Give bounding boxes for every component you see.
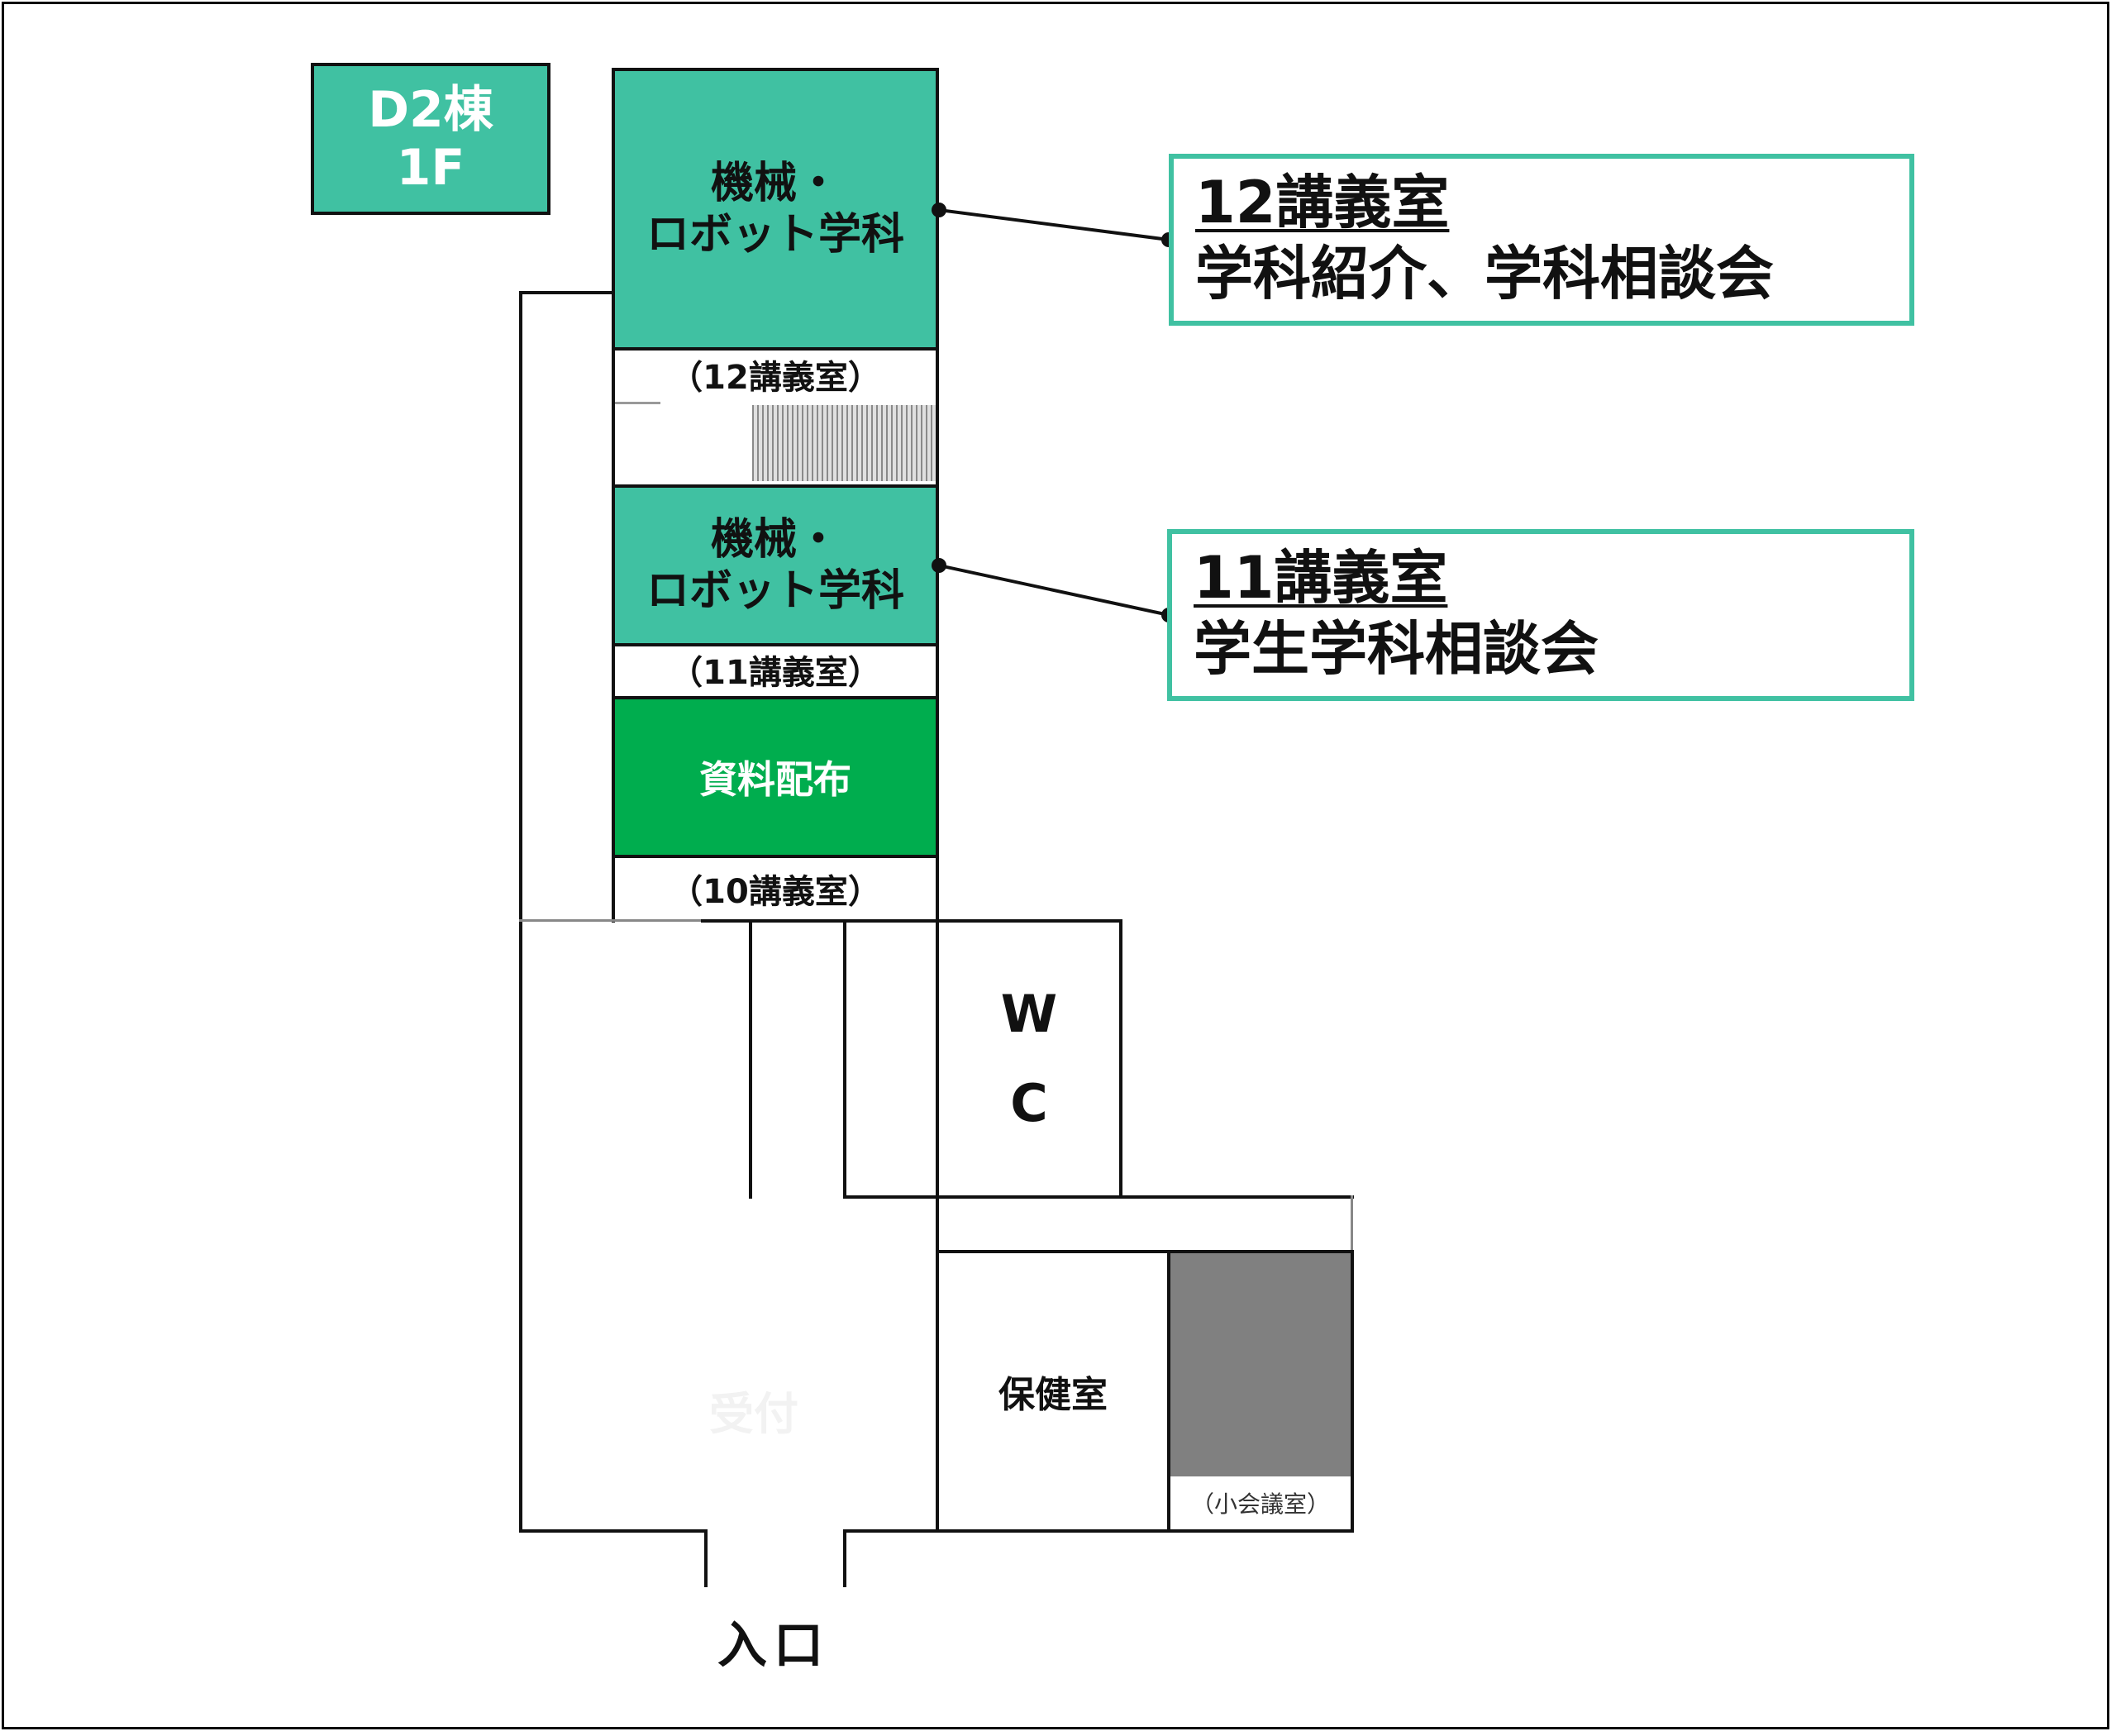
room-10-label: 資料配布 (699, 757, 851, 802)
room-10-caption-box: （10講義室） (612, 855, 939, 923)
leader-line-room-11 (938, 564, 1170, 617)
wall-meeting-right (1351, 1250, 1354, 1533)
small-meeting-caption: （小会議室） (1190, 1490, 1330, 1518)
wall-wc-right (1119, 919, 1122, 1199)
stairs-top-line (615, 402, 660, 404)
entrance-label: 入口 (717, 1616, 830, 1675)
leader-line-room-12 (938, 208, 1170, 241)
wc-label-2: C (1010, 1073, 1048, 1133)
wall-corridor-right (1351, 1195, 1353, 1252)
callout-room-11-text: 学生学科相談会 (1194, 615, 1599, 683)
wall-lower-top-right (701, 919, 1122, 923)
room-10-caption: （10講義室） (670, 873, 881, 911)
small-meeting-caption-box: （小会議室） (1170, 1476, 1351, 1529)
callout-room-12-text: 学科紹介、学科相談会 (1195, 240, 1774, 308)
leader-dot-room-12-start (932, 203, 946, 217)
room-11-label-2: ロボット学科 (646, 566, 904, 616)
reception-area: 受付 (671, 1372, 836, 1447)
callout-room-11-title: 11講義室 (1194, 544, 1448, 612)
leader-dot-room-11-start (932, 558, 946, 573)
callout-room-11: 11講義室 学生学科相談会 (1167, 529, 1914, 701)
wall-wc-left (936, 919, 939, 1533)
wall-entrance-right (843, 1529, 846, 1587)
wall-lower-top-left (519, 919, 701, 922)
wall-bottom-right (843, 1529, 1354, 1533)
wall-entry-inner-right (843, 919, 846, 1199)
wall-entrance-left (704, 1529, 708, 1587)
room-11-label-1: 機械・ (710, 515, 840, 565)
wc-room: W C (939, 923, 1119, 1195)
wall-bottom-left (519, 1529, 708, 1533)
building-name: D2棟 (368, 81, 493, 139)
health-room-label: 保健室 (998, 1374, 1108, 1416)
wc-label-1: W (1000, 984, 1058, 1044)
health-room: 保健室 (939, 1253, 1167, 1529)
reception-label: 受付 (709, 1387, 798, 1440)
wall-left-outer (519, 291, 522, 1533)
room-12-lecture: 機械・ ロボット学科 (612, 68, 939, 351)
wall-health-right (1167, 1250, 1170, 1533)
callout-room-12-title: 12講義室 (1195, 169, 1450, 236)
room-11-caption: （11講義室） (670, 654, 881, 692)
floor-name: 1F (396, 139, 465, 197)
room-10-distribution: 資料配布 (612, 696, 939, 858)
wall-corridor-top (843, 1195, 1354, 1199)
room-12-label-1: 機械・ (710, 159, 840, 208)
wall-top-left (519, 291, 614, 294)
entrance: 入口 (693, 1604, 855, 1678)
room-12-caption: （12講義室） (670, 359, 881, 397)
small-meeting-room (1170, 1253, 1351, 1476)
callout-room-12: 12講義室 学科紹介、学科相談会 (1169, 154, 1914, 326)
stairs-icon (752, 405, 936, 481)
room-12-label-2: ロボット学科 (646, 210, 904, 260)
wall-entry-inner-left (749, 919, 752, 1199)
building-floor-label: D2棟 1F (311, 63, 550, 215)
wall-corridor-bottom (936, 1250, 1354, 1253)
